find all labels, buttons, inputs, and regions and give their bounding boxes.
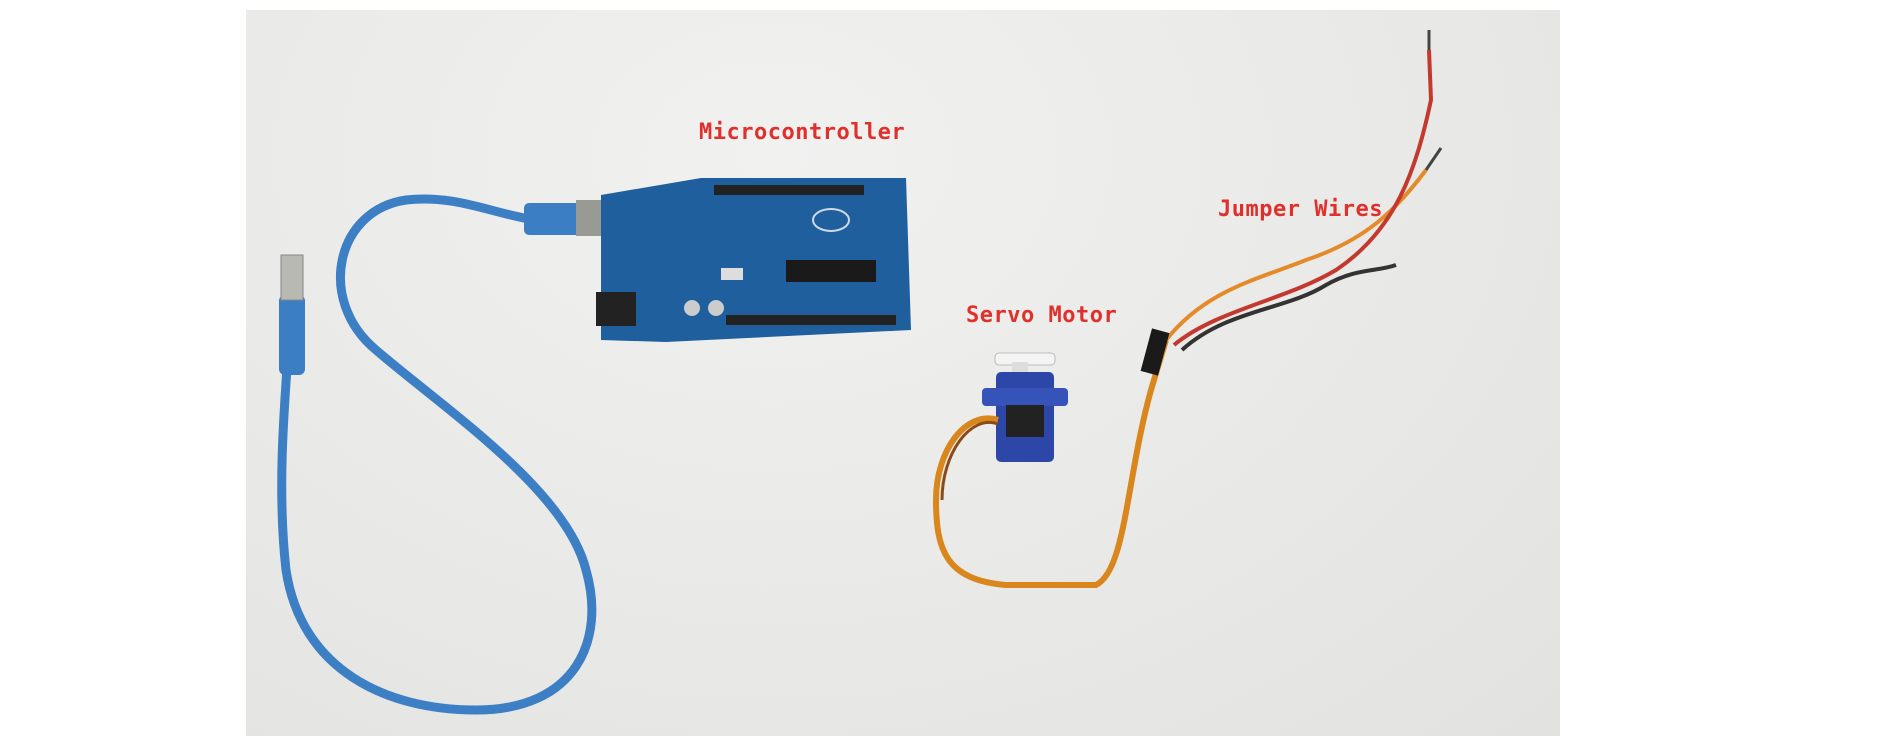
- usb-a-plug-body: [279, 295, 305, 375]
- microcontroller-label: Microcontroller: [699, 120, 906, 145]
- components-photo: [246, 10, 1560, 736]
- jumper-wires-label: Jumper Wires: [1218, 197, 1383, 222]
- usb-cable: [277, 194, 597, 715]
- usb-a-plug-metal: [280, 254, 304, 301]
- usb-b-plug: [524, 203, 584, 235]
- jumper-wire-red: [1172, 49, 1434, 347]
- components-illustration: [277, 30, 1443, 715]
- servo-motor: [982, 352, 1068, 462]
- jumper-wire-orange: [1164, 168, 1428, 342]
- servo-motor-label: Servo Motor: [966, 303, 1118, 328]
- jumper-wire-black: [1180, 263, 1397, 352]
- arduino-uno-board: [596, 178, 911, 342]
- servo-wire: [932, 339, 1169, 588]
